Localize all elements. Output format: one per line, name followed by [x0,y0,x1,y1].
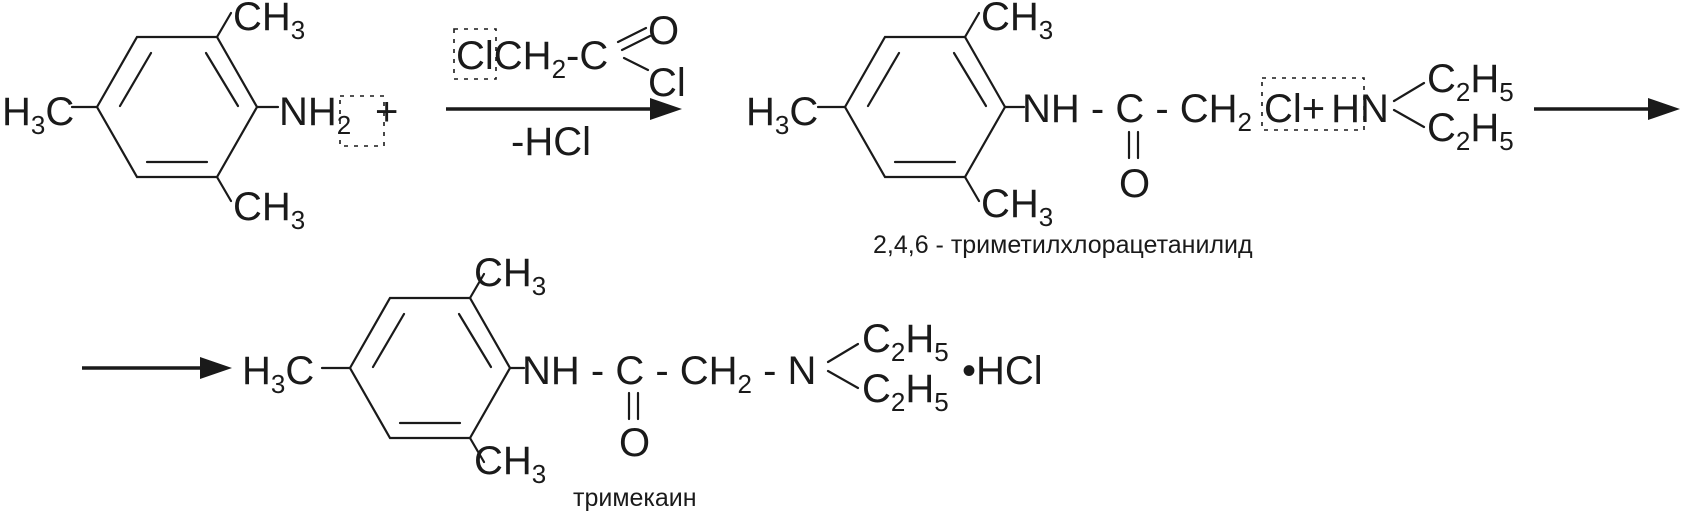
reagent-formula: ClCH2-C [456,34,608,84]
intermediate-chloroacetanilide: CH3 CH3 H3C NH - C - CH2 O Cl+HN C2H5 C2… [746,0,1680,259]
ethyl-bottom-label: C2H5 [1427,106,1514,156]
ethyl-top-label: C2H5 [862,317,949,367]
elimination-box [1261,77,1365,131]
methyl-bottom-label: CH3 [474,439,546,489]
amide-chain-label: NH - C - CH2 [1022,87,1252,137]
methyl-bottom-label: CH3 [233,185,305,235]
benzene-ring [320,272,526,464]
ethyl-top-label: C2H5 [1427,57,1514,107]
product-name: тримекаин [573,484,697,512]
benzene-ring [70,11,280,203]
reactant-mesidine: CH3 CH3 H3C NH2 + [2,0,398,235]
methyl-left-label: H3C [746,90,818,140]
methyl-left-label: H3C [242,349,314,399]
carbonyl-oxygen: O [1119,162,1150,206]
leaving-chlorine-box [453,28,497,80]
amine-group-label: NH2 [279,90,351,140]
arrow-head-3 [200,357,232,379]
leaving-hydrogen-box [339,95,385,147]
methyl-top-label: CH3 [981,0,1053,45]
methyl-bottom-label: CH3 [981,182,1053,232]
reagent-oxygen: O [648,9,679,53]
benzene-ring [816,11,1026,203]
condition-label: -HCl [511,120,591,164]
methyl-top-label: CH3 [233,0,305,45]
reagent-chlorine: Cl [648,61,686,105]
arrow-head-1 [650,98,682,120]
amide-chain-label: NH - C - CH2 - N [522,349,816,399]
carbonyl-oxygen: O [619,421,650,465]
intermediate-chlorine: Cl+HN [1264,87,1389,131]
plus-sign: + [375,90,398,134]
methyl-left-label: H3C [2,90,74,140]
hydrochloride-label: •HCl [962,349,1043,393]
methyl-top-label: CH3 [474,251,546,301]
reagent-chloroacetyl-chloride: ClCH2-C O Cl -HCl [446,9,686,164]
intermediate-name: 2,4,6 - триметилхлорацетанилид [873,231,1253,259]
product-trimecaine: CH3 CH3 H3C NH - C - CH2 - N O C2H5 C2H5… [82,251,1043,512]
ethyl-bottom-label: C2H5 [862,367,949,417]
arrow-head-2 [1648,98,1680,120]
